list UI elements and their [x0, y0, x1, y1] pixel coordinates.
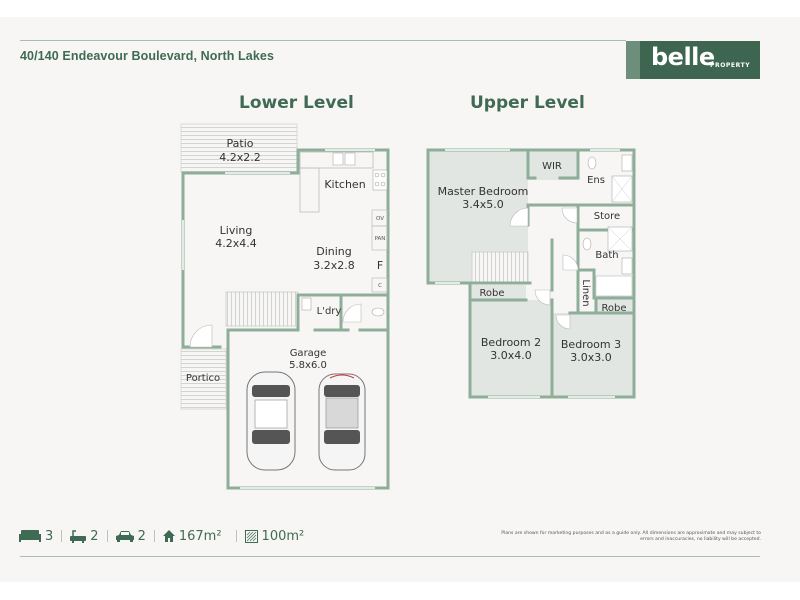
linen-label: Linen — [580, 279, 591, 306]
divider — [61, 530, 63, 542]
patio-deck — [180, 123, 298, 173]
ensuite-label: Ens — [587, 175, 605, 186]
land-icon — [244, 529, 258, 543]
lower-level-title: Lower Level — [239, 93, 354, 113]
stat-land-area: 100m² — [244, 528, 305, 544]
divider — [106, 530, 108, 542]
bottom-rule — [20, 556, 760, 557]
upper-level-plan: Master Bedroom 3.4x5.0 WIR Ens Store Bat… — [426, 148, 636, 399]
property-stats: 3 2 2 167m² — [19, 527, 304, 545]
sink-icon — [332, 152, 344, 166]
bath-icon — [70, 529, 87, 543]
logo-subtitle: PROPERTY — [710, 62, 751, 69]
store-label: Store — [594, 211, 620, 222]
cupboard-label: C — [378, 283, 382, 289]
toilet-icon — [371, 307, 385, 317]
bedroom2-floor — [470, 300, 552, 397]
cars-count: 2 — [137, 528, 146, 544]
patio-size: 4.2x2.2 — [219, 151, 261, 164]
stat-cars: 2 — [115, 528, 146, 544]
cooktop-icon — [372, 169, 388, 191]
bathtub-icon — [595, 275, 633, 297]
patio-label: Patio — [227, 137, 254, 150]
house-icon — [162, 530, 175, 542]
ensuite-toilet-icon — [587, 156, 597, 170]
bedroom2-size: 3.0x4.0 — [490, 349, 532, 362]
car-icon — [115, 531, 134, 542]
car-2 — [318, 373, 366, 471]
divider — [153, 530, 155, 542]
page-background — [0, 17, 800, 582]
portico-label: Portico — [186, 373, 220, 384]
upper-level-title: Upper Level — [470, 93, 585, 113]
land-area-value: 100m² — [261, 528, 305, 544]
portico-deck — [180, 348, 227, 410]
divider — [235, 530, 237, 542]
robe-label-bedroom2: Robe — [479, 288, 504, 299]
laundry-label: L'dry — [317, 306, 342, 317]
bath-toilet-icon — [582, 237, 592, 251]
dining-size: 3.2x2.8 — [313, 259, 355, 272]
bath-label: Bath — [595, 250, 618, 261]
top-rule — [20, 40, 626, 41]
dining-label: Dining — [316, 245, 352, 258]
garage-label: Garage — [290, 348, 327, 359]
master-bedroom-label: Master Bedroom — [438, 185, 529, 198]
stat-house-area: 167m² — [162, 528, 222, 544]
robe-label-bedroom3: Robe — [601, 303, 626, 314]
lower-level-plan: Patio 4.2x2.2 Kitchen Living 4.2x4.4 Din… — [180, 123, 390, 490]
garage-size: 5.8x6.0 — [289, 360, 327, 371]
bathrooms-count: 2 — [90, 528, 99, 544]
lower-stairs — [225, 291, 299, 327]
front-door — [189, 324, 213, 348]
bedroom2-label: Bedroom 2 — [481, 336, 541, 349]
bedroom3-size: 3.0x3.0 — [570, 351, 612, 364]
stat-bathrooms: 2 — [70, 528, 99, 544]
logo-accent-strip — [626, 41, 640, 79]
logo-wordmark: belle — [651, 43, 715, 71]
stat-bedrooms: 3 — [19, 529, 53, 544]
wir-label: WIR — [542, 161, 562, 172]
disclaimer-text: Plans are shown for marketing purposes a… — [501, 531, 761, 542]
living-size: 4.2x4.4 — [215, 237, 257, 250]
bedroom3-label: Bedroom 3 — [561, 338, 621, 351]
house-area-value: 167m² — [178, 528, 222, 544]
bedrooms-count: 3 — [45, 528, 54, 544]
bed-icon — [19, 530, 41, 542]
oven-label: OV — [376, 216, 384, 222]
upper-stairs — [471, 251, 529, 285]
master-bedroom-size: 3.4x5.0 — [462, 198, 504, 211]
kitchen-label: Kitchen — [324, 178, 365, 191]
belle-property-logo[interactable]: belle PROPERTY — [626, 41, 760, 79]
pantry-label: PAN — [375, 236, 386, 242]
living-label: Living — [220, 224, 253, 237]
property-address: 40/140 Endeavour Boulevard, North Lakes — [20, 49, 274, 63]
fridge-label: F — [377, 259, 383, 272]
car-1 — [246, 371, 296, 471]
